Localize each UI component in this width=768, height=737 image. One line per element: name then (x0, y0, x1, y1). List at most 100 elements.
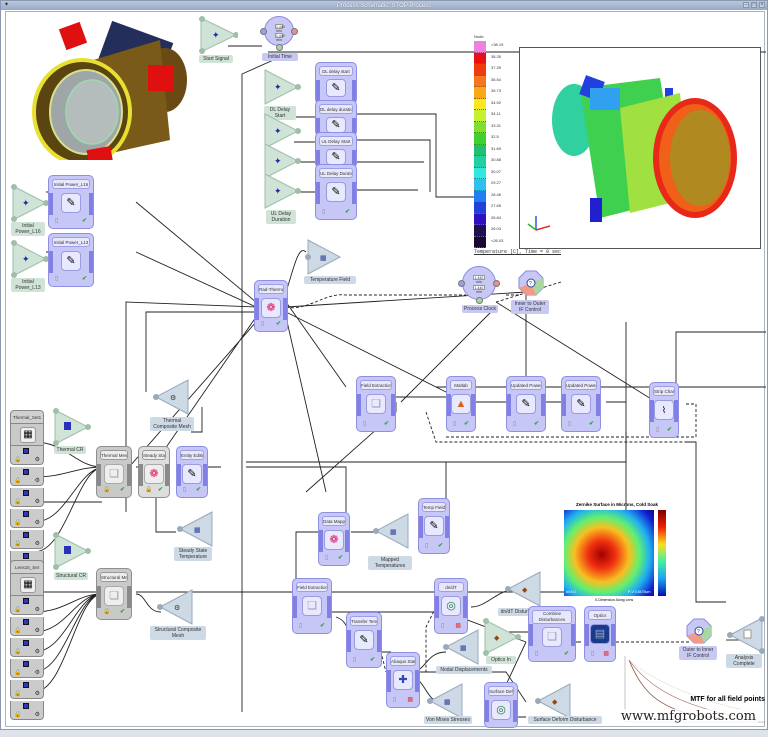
lock-icon[interactable]: 🔒 (103, 487, 111, 493)
clock-trigger-port[interactable] (476, 297, 483, 304)
clock-input-port[interactable] (458, 280, 465, 287)
final-time-field[interactable]: 1.440 min (473, 275, 485, 284)
structural-mesh-node[interactable]: Structural Mesh ❏ 🔒✔ (96, 568, 132, 620)
temperature-field-output[interactable]: ▦ (304, 238, 344, 276)
data-mapper-node[interactable]: Data Mapper ❁ ▯✔ (318, 512, 350, 566)
lock-icon[interactable]: 🔒 (14, 691, 22, 697)
document-icon[interactable]: ▯ (393, 697, 397, 703)
lock-icon[interactable]: 🔒 (14, 670, 22, 676)
stack-cell[interactable]: 🔒⚙ (10, 701, 44, 720)
lock-icon[interactable]: 🔒 (14, 520, 22, 526)
lock-icon[interactable]: 🔒 (14, 478, 22, 484)
time-field[interactable]: 1.440 min (473, 285, 485, 294)
minimize-button[interactable]: – (743, 2, 749, 8)
checkmark-icon[interactable]: ✔ (533, 421, 539, 427)
initial-power-l16-node[interactable]: Initial Power_L16 ✎ ▯✔ (48, 175, 94, 229)
document-icon[interactable]: ▯ (513, 421, 517, 427)
gear-icon[interactable]: ⚙ (34, 607, 40, 613)
ul-delay-start-node[interactable]: UL Delay Start ✎ (315, 132, 357, 172)
gear-icon[interactable]: ⚙ (34, 520, 40, 526)
checkmark-icon[interactable]: ✔ (383, 421, 389, 427)
combine-disturbances-node[interactable]: Combine Disturbances ❏ ▯✔ (528, 606, 576, 662)
document-icon[interactable]: ▯ (591, 651, 595, 657)
document-icon[interactable]: ▯ (183, 487, 187, 493)
contour-icon[interactable]: ▩ (603, 651, 609, 657)
checkmark-icon[interactable]: ✔ (437, 543, 443, 549)
temp-field-node[interactable]: Temp Field ✎ ▯✔ (418, 498, 450, 554)
dl-delay-duration-input[interactable]: ✦ (262, 112, 302, 150)
document-icon[interactable]: ▯ (453, 421, 457, 427)
field-extraction-2-node[interactable]: Field Extraction #2 ❏ ▯✔ (292, 578, 332, 634)
optics-node[interactable]: Optics ▤ ▯▩ (584, 606, 616, 662)
start-signal-input[interactable]: ✦ (198, 16, 238, 54)
schematic-canvas[interactable]: ✦ Start Signal 1.440 min 1.440 min Initi… (5, 11, 766, 728)
gear-icon[interactable]: ⚙ (34, 628, 40, 634)
gear-icon[interactable]: ⚙ (34, 541, 40, 547)
document-icon[interactable]: ▯ (261, 321, 265, 327)
checkmark-icon[interactable]: ✔ (666, 427, 672, 433)
stack-cell[interactable]: 🔒⚙ (10, 446, 44, 465)
lock-icon[interactable]: 🔒 (14, 541, 22, 547)
ul-delay-duration-node[interactable]: UL Delay Duration ✎ ▯✔ (315, 164, 357, 220)
checkmark-icon[interactable]: ✔ (588, 421, 594, 427)
contour-icon[interactable]: ▩ (407, 697, 413, 703)
lock-icon[interactable]: 🔒 (14, 607, 22, 613)
clock-output-port[interactable] (291, 28, 298, 35)
document-icon[interactable]: ▯ (55, 218, 59, 224)
close-button[interactable]: × (759, 2, 765, 8)
ul-delay-start-input[interactable]: ✦ (262, 142, 302, 180)
final-time-field[interactable]: 1.440 min (275, 24, 285, 33)
structural-composite-mesh-output[interactable]: ⚙ (156, 588, 196, 626)
contour-icon[interactable]: ▩ (455, 623, 461, 629)
abaqus-static-node[interactable]: Abaqus Static ✚ ▯▩ (386, 652, 420, 708)
thermal-set-stack[interactable]: Thermal_Set1 ▦ 🔒⚙ 🔒⚙ 🔒⚙ 🔒⚙ 🔒⚙ 🔒⚙ (10, 410, 44, 572)
updated-power-l13-node[interactable]: Updated Power_L13 ✎ ▯✔ (506, 376, 546, 432)
document-icon[interactable]: ▯ (322, 209, 326, 215)
nodal-displacements-output[interactable]: ▦ (442, 628, 482, 666)
matlab-node[interactable]: Matlab ▲ ▯✔ (446, 376, 476, 432)
document-icon[interactable]: ▯ (441, 623, 445, 629)
surface-deform-disturbance-output[interactable]: ◆ (534, 682, 574, 720)
thermal-composite-mesh-output[interactable]: ⚙ (152, 378, 192, 416)
gear-icon[interactable]: ⚙ (34, 649, 40, 655)
stack-cell[interactable]: 🔒⚙ (10, 659, 44, 678)
document-icon[interactable]: ▯ (363, 421, 367, 427)
stack-cell[interactable]: 🔒⚙ (10, 596, 44, 615)
document-icon[interactable]: ▯ (55, 276, 59, 282)
dl-delay-duration-node[interactable]: DL delay duration ✎ (315, 100, 357, 140)
document-icon[interactable]: ▯ (425, 543, 429, 549)
gear-icon[interactable]: ⚙ (34, 499, 40, 505)
initial-time-clock[interactable]: 1.440 min 1.440 min (264, 16, 294, 46)
lock-icon[interactable]: 🔒 (145, 487, 153, 493)
clock-trigger-port[interactable] (276, 44, 283, 51)
stack-cell[interactable]: 🔒⚙ (10, 617, 44, 636)
checkmark-icon[interactable]: ✔ (344, 209, 350, 215)
mapped-temperatures-output[interactable]: ▦ (372, 512, 412, 550)
document-icon[interactable]: ▯ (353, 657, 357, 663)
field-extraction-1-node[interactable]: Field Extraction #1 ❏ ▯✔ (356, 376, 396, 432)
stack-cell[interactable]: 🔒⚙ (10, 680, 44, 699)
checkmark-icon[interactable]: ✔ (119, 487, 125, 493)
process-clock[interactable]: 1.440 min 1.440 min (462, 266, 496, 300)
ul-delay-duration-input[interactable]: ✦ (262, 172, 302, 210)
gear-icon[interactable]: ⚙ (34, 691, 40, 697)
von-mises-stresses-output[interactable]: ▦ (426, 682, 466, 720)
rad-thermal-node[interactable]: Rad-Thermal ❁ ▯✔ (254, 280, 288, 332)
transfer-temps-node[interactable]: Transfer Temps ✎ ▯✔ (346, 612, 382, 668)
stack-cell[interactable]: 🔒⚙ (10, 467, 44, 486)
checkmark-icon[interactable]: ✔ (81, 276, 87, 282)
lock-icon[interactable]: 🔒 (14, 712, 22, 718)
initial-power-l16-input[interactable]: ✦ (10, 184, 50, 222)
checkmark-icon[interactable]: ✔ (563, 651, 569, 657)
gear-icon[interactable]: ⚙ (34, 670, 40, 676)
updated-power-l16-node[interactable]: Updated Power_L16 ✎ ▯✔ (561, 376, 601, 432)
lock-icon[interactable]: 🔒 (103, 609, 111, 615)
surface-deform-node[interactable]: Surface Deform ◎ (484, 682, 518, 728)
steady-state-node[interactable]: Steady State ❁ 🔒✔ (138, 446, 170, 498)
checkmark-icon[interactable]: ✔ (369, 657, 375, 663)
document-icon[interactable]: ▯ (656, 427, 660, 433)
steady-state-temperature-output[interactable]: ▦ (176, 510, 216, 548)
clock-output-port[interactable] (493, 280, 500, 287)
contour-viewport[interactable] (519, 47, 761, 249)
stack-cell[interactable]: 🔒⚙ (10, 509, 44, 528)
